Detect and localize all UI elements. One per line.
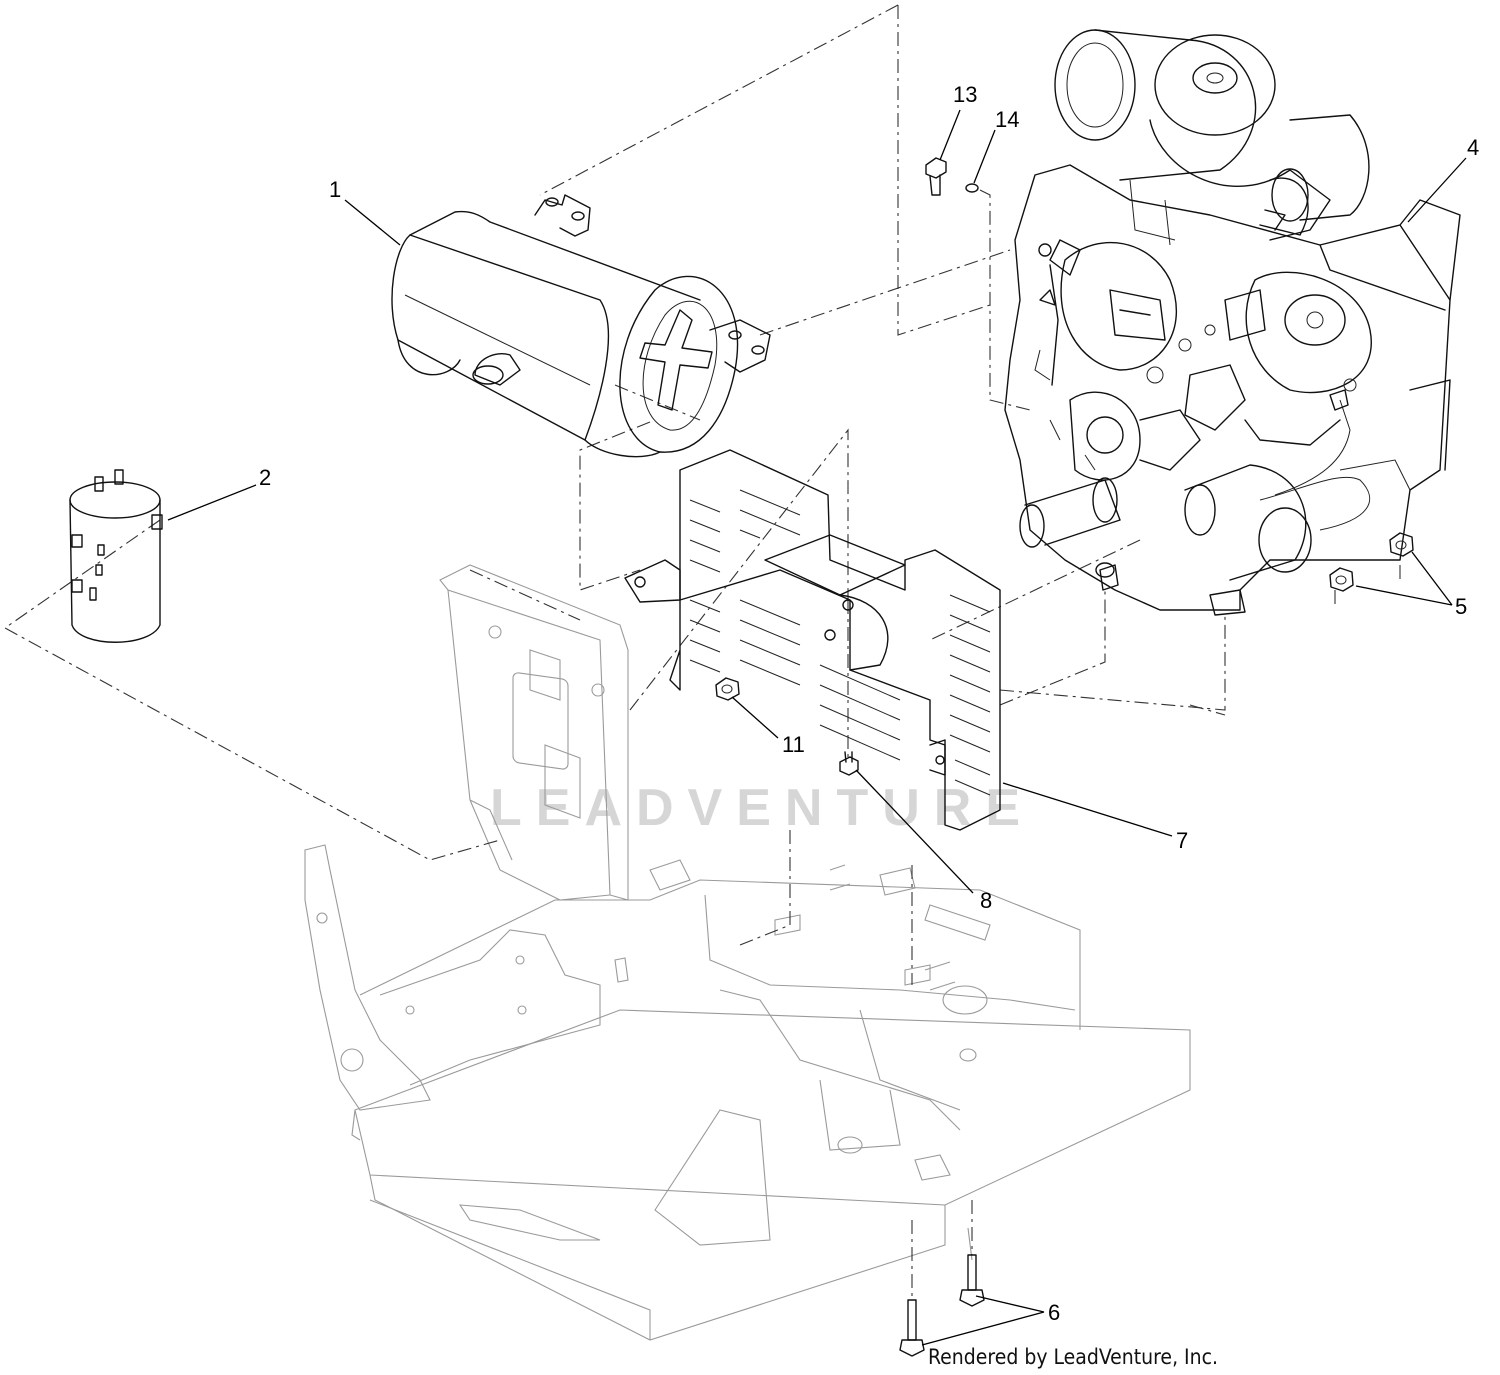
bolt-washer-part [925, 157, 979, 196]
canister-part [69, 469, 163, 643]
assembly-lines [3, 4, 1401, 1300]
shield-bolt-part [715, 677, 740, 701]
callout-5: 5 [1455, 594, 1467, 619]
callout-2: 2 [259, 465, 271, 490]
heat-shield-part [624, 449, 1001, 831]
chassis-frame [304, 564, 1191, 1341]
bolts-6-part [899, 1254, 985, 1357]
callout-labels: 1 2 4 5 6 7 8 11 13 14 [259, 82, 1479, 1325]
flange-nuts-part [1329, 532, 1414, 592]
callout-7: 7 [1176, 828, 1188, 853]
watermark-text: LEADVENTURE [490, 779, 1034, 837]
callout-11: 11 [782, 732, 805, 757]
callout-13: 13 [953, 82, 977, 107]
callout-4: 4 [1467, 135, 1479, 160]
bolt-8-part [839, 751, 859, 776]
engine-part [1004, 29, 1461, 616]
credit-text: Rendered by LeadVenture, Inc. [928, 1345, 1218, 1369]
callout-6: 6 [1048, 1300, 1060, 1325]
muffler-part [391, 194, 771, 458]
callout-8: 8 [980, 888, 992, 913]
callout-14: 14 [995, 107, 1019, 132]
callout-1: 1 [329, 177, 341, 202]
leader-lines [167, 109, 1467, 1346]
